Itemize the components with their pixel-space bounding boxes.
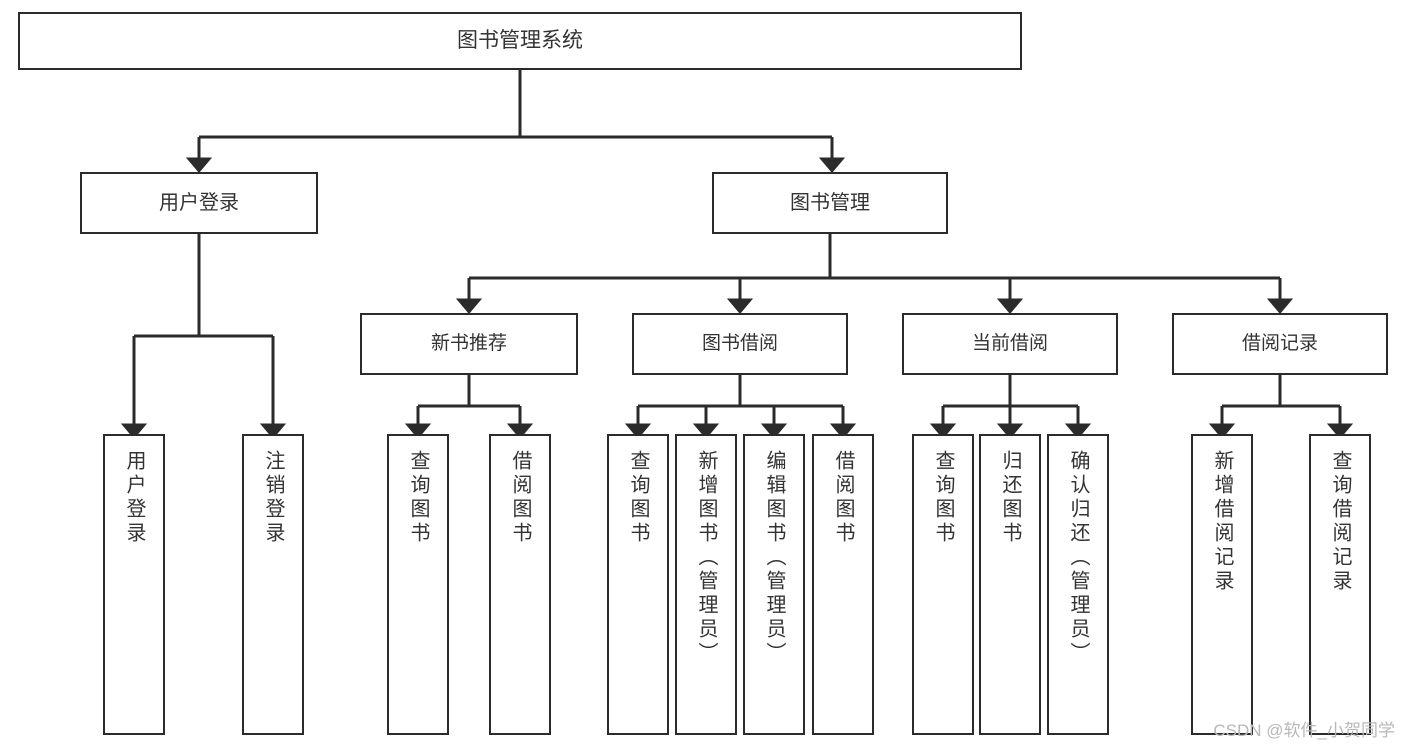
leaf-edit-book-admin-label: 编辑图书（管理员）	[763, 450, 785, 666]
node-borrow-record[interactable]: 借阅记录	[1172, 313, 1388, 375]
leaf-add-book-admin-label: 新增图书（管理员）	[695, 450, 717, 666]
node-new-book-recommend[interactable]: 新书推荐	[360, 313, 578, 375]
node-root-label: 图书管理系统	[457, 28, 583, 52]
leaf-borrow-book-recommend-label: 借阅图书	[509, 450, 531, 546]
node-borrow-record-label: 借阅记录	[1241, 333, 1318, 355]
leaf-query-borrow-record[interactable]: 查询借阅记录	[1309, 434, 1371, 735]
leaf-borrow-book-recommend[interactable]: 借阅图书	[489, 434, 551, 735]
leaf-confirm-return-admin-label: 确认归还（管理员）	[1067, 450, 1089, 666]
node-new-book-recommend-label: 新书推荐	[430, 333, 507, 355]
leaf-user-login-label: 用户登录	[123, 450, 145, 546]
node-user-login[interactable]: 用户登录	[80, 172, 318, 234]
node-book-borrow-label: 图书借阅	[701, 333, 778, 355]
node-user-login-label: 用户登录	[159, 191, 239, 214]
leaf-user-login[interactable]: 用户登录	[103, 434, 165, 735]
leaf-query-book-current[interactable]: 查询图书	[912, 434, 974, 735]
leaf-add-borrow-record-label: 新增借阅记录	[1211, 450, 1233, 594]
leaf-return-book-label: 归还图书	[999, 450, 1021, 546]
leaf-logout-label: 注销登录	[262, 450, 284, 546]
leaf-query-book-current-label: 查询图书	[932, 450, 954, 546]
node-book-management[interactable]: 图书管理	[712, 172, 948, 234]
leaf-borrow-book-label: 借阅图书	[832, 450, 854, 546]
node-book-management-label: 图书管理	[790, 191, 870, 214]
leaf-query-book-borrow-label: 查询图书	[627, 450, 649, 546]
leaf-add-borrow-record[interactable]: 新增借阅记录	[1191, 434, 1253, 735]
node-current-borrow-label: 当前借阅	[971, 333, 1048, 355]
leaf-query-book-recommend-label: 查询图书	[407, 450, 429, 546]
leaf-borrow-book[interactable]: 借阅图书	[812, 434, 874, 735]
leaf-logout[interactable]: 注销登录	[242, 434, 304, 735]
leaf-query-book-borrow[interactable]: 查询图书	[607, 434, 669, 735]
node-current-borrow[interactable]: 当前借阅	[902, 313, 1118, 375]
leaf-return-book[interactable]: 归还图书	[979, 434, 1041, 735]
node-root[interactable]: 图书管理系统	[18, 12, 1022, 70]
leaf-query-book-recommend[interactable]: 查询图书	[387, 434, 449, 735]
leaf-query-borrow-record-label: 查询借阅记录	[1329, 450, 1351, 594]
leaf-add-book-admin[interactable]: 新增图书（管理员）	[675, 434, 737, 735]
leaf-confirm-return-admin[interactable]: 确认归还（管理员）	[1047, 434, 1109, 735]
watermark: CSDN @软件_小贺同学	[1213, 721, 1395, 740]
leaf-edit-book-admin[interactable]: 编辑图书（管理员）	[743, 434, 805, 735]
node-book-borrow[interactable]: 图书借阅	[632, 313, 848, 375]
